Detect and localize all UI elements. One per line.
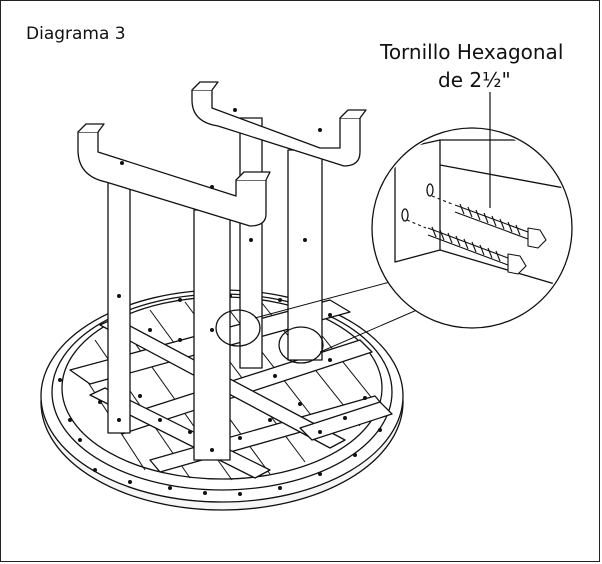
hex-screw-lower xyxy=(406,219,527,275)
detail-markers xyxy=(215,309,324,364)
callout-label-line1: Tornillo Hexagonal xyxy=(380,40,564,64)
leg-bolt-holes xyxy=(117,108,322,452)
detail-magnifier xyxy=(371,127,573,329)
front-leg-assembly xyxy=(77,123,271,461)
callout-label-line2: de 2½" xyxy=(438,68,511,92)
diagram-title: Diagrama 3 xyxy=(26,24,126,44)
hex-screw-upper xyxy=(431,195,547,249)
